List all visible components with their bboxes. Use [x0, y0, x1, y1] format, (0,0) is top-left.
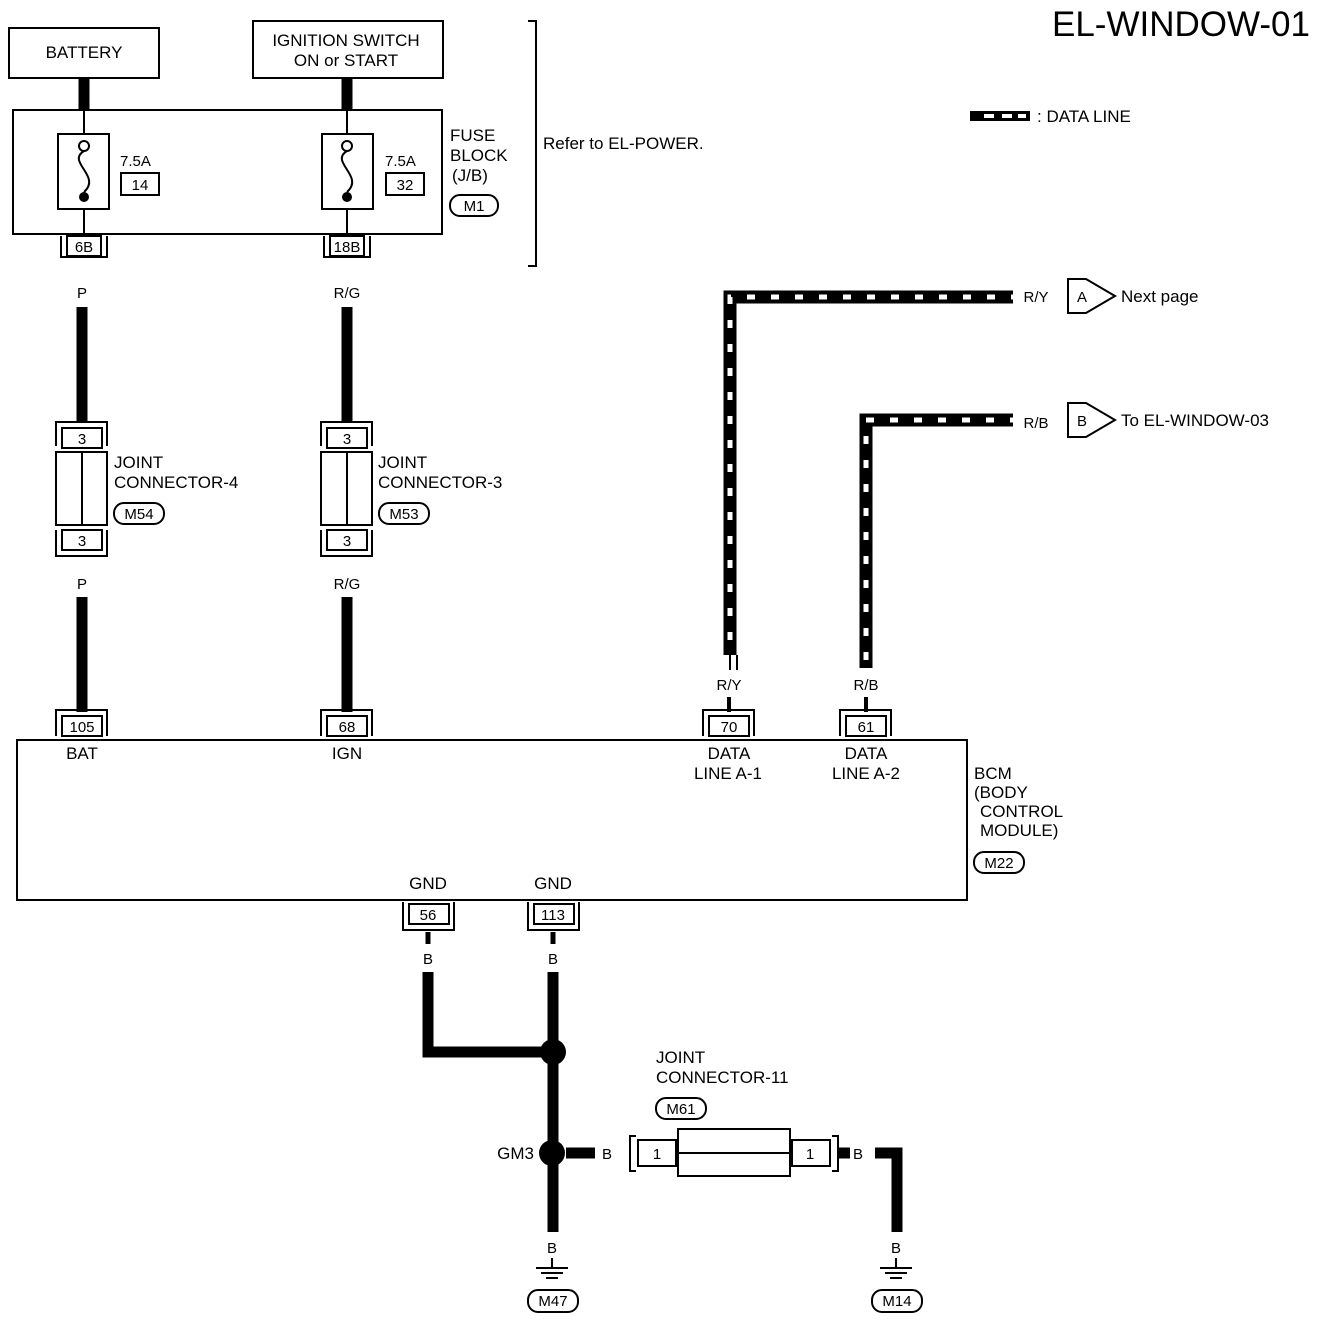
jc3-pin-top: 3	[343, 431, 351, 448]
offpage-connector-b	[1067, 402, 1117, 438]
data-line-legend: : DATA LINE	[970, 107, 1131, 126]
jc11-connector-m61: M61	[666, 1101, 695, 1118]
ground-symbol-m47	[536, 1267, 568, 1279]
ground-splice-gm3	[539, 1140, 565, 1166]
bcm-pin-56: 56	[420, 907, 437, 924]
joint-connector-11	[629, 1128, 839, 1177]
bcm-label-2: (BODY	[974, 783, 1028, 802]
bcm-pin-113: 113	[541, 907, 565, 924]
jc3-pin-bottom: 3	[343, 533, 351, 550]
data-line-legend-label: : DATA LINE	[1037, 107, 1131, 126]
offpage-connector-b-text[interactable]: To EL-WINDOW-03	[1121, 411, 1269, 430]
ground-splice-dot	[540, 1039, 566, 1065]
jc4-label: JOINT	[114, 453, 163, 472]
ground-splice-gm3-label: GM3	[497, 1144, 534, 1163]
bcm-label-3: CONTROL	[980, 802, 1063, 821]
bcm-pin-data-a2-label: DATA	[845, 744, 888, 763]
fuse-block-pin-6b: 6B	[75, 239, 93, 256]
wire-color-rb-end: R/B	[1023, 415, 1048, 432]
refer-bracket	[528, 20, 537, 267]
ground-m14-label: M14	[882, 1293, 911, 1310]
data-line-rb	[859, 413, 1013, 668]
jc11-pin-left: 1	[653, 1146, 661, 1163]
jc4-label-2: CONNECTOR-4	[114, 473, 238, 492]
jc3-connector-m53: M53	[389, 506, 418, 523]
bcm-pin-ign-label: IGN	[332, 744, 362, 763]
wire-color-b-m47: B	[547, 1240, 557, 1257]
wire-color-rg-lower: R/G	[334, 576, 361, 593]
bcm-connector-m22: M22	[984, 855, 1013, 872]
wire-color-b-113: B	[548, 951, 558, 968]
ground-wire-m14	[875, 1147, 903, 1232]
data-line-legend-symbol	[970, 111, 1030, 121]
jc11-label: JOINT	[656, 1048, 705, 1067]
jc4-connector-m54: M54	[124, 506, 153, 523]
page-title: EL-WINDOW-01	[1052, 5, 1310, 44]
fuse-14-number: 14	[132, 177, 149, 194]
bcm-gnd-label-113: GND	[534, 874, 572, 893]
bcm-pin-data-a1-label: DATA	[708, 744, 751, 763]
jc4-pin-top: 3	[78, 431, 86, 448]
fuse-block-pin-18b: 18B	[334, 239, 361, 256]
fuse-block-label-2: BLOCK	[450, 146, 508, 165]
bcm-gnd-label-56: GND	[409, 874, 447, 893]
wire-color-b-jc11-right: B	[853, 1146, 863, 1163]
jc3-label: JOINT	[378, 453, 427, 472]
ignition-switch-state: ON or START	[294, 51, 398, 70]
bcm-pin-70: 70	[721, 719, 738, 736]
bcm-pin-105: 105	[69, 719, 94, 736]
wire-color-b-m14: B	[891, 1240, 901, 1257]
wire-color-b-56: B	[423, 951, 433, 968]
bcm-pin-bat-label: BAT	[66, 744, 98, 763]
bcm-pin-data-a2-label-2: LINE A-2	[832, 764, 900, 783]
fuse-block-label: FUSE	[450, 126, 495, 145]
bcm-module	[16, 739, 968, 901]
offpage-connector-a	[1067, 278, 1117, 314]
bcm-label-4: MODULE)	[980, 821, 1058, 840]
battery-label: BATTERY	[46, 43, 123, 62]
ignition-switch-label: IGNITION SWITCH	[272, 31, 419, 50]
joint-connector-4	[55, 421, 108, 557]
wire-color-ry-bcm: R/Y	[716, 677, 741, 694]
fuse-block	[12, 109, 443, 235]
wire-color-p-upper: P	[77, 285, 87, 302]
fuse-block-connector-m1: M1	[464, 198, 485, 215]
fuse-14	[57, 111, 110, 234]
refer-note: Refer to EL-POWER.	[543, 134, 704, 153]
ground-m47-label: M47	[538, 1293, 567, 1310]
bcm-pin-68: 68	[339, 719, 356, 736]
wire-color-rb-bcm: R/B	[853, 677, 878, 694]
fuse-block-label-3: (J/B)	[452, 166, 488, 185]
bcm-pin-data-a1-label-2: LINE A-1	[694, 764, 762, 783]
wire-color-rg-upper: R/G	[334, 285, 361, 302]
joint-connector-3	[320, 421, 373, 557]
jc4-pin-bottom: 3	[78, 533, 86, 550]
jc3-label-2: CONNECTOR-3	[378, 473, 502, 492]
jc11-label-2: CONNECTOR-11	[656, 1068, 789, 1087]
jc11-pin-right: 1	[806, 1146, 814, 1163]
fuse-32	[321, 111, 374, 234]
fuse-32-number: 32	[397, 177, 414, 194]
wire-color-p-lower: P	[77, 576, 87, 593]
bcm-pin-61: 61	[858, 719, 875, 736]
offpage-connector-a-letter: A	[1077, 289, 1087, 306]
fuse-14-rating: 7.5A	[120, 153, 151, 170]
ground-symbol-m14	[880, 1267, 912, 1279]
bcm-label: BCM	[974, 764, 1012, 783]
wire-color-ry-end: R/Y	[1023, 289, 1048, 306]
offpage-connector-a-text[interactable]: Next page	[1121, 287, 1199, 306]
fuse-32-rating: 7.5A	[385, 153, 416, 170]
offpage-connector-b-letter: B	[1077, 413, 1087, 430]
ground-wire-56	[422, 972, 553, 1058]
wire-color-b-jc11-left: B	[602, 1146, 612, 1163]
